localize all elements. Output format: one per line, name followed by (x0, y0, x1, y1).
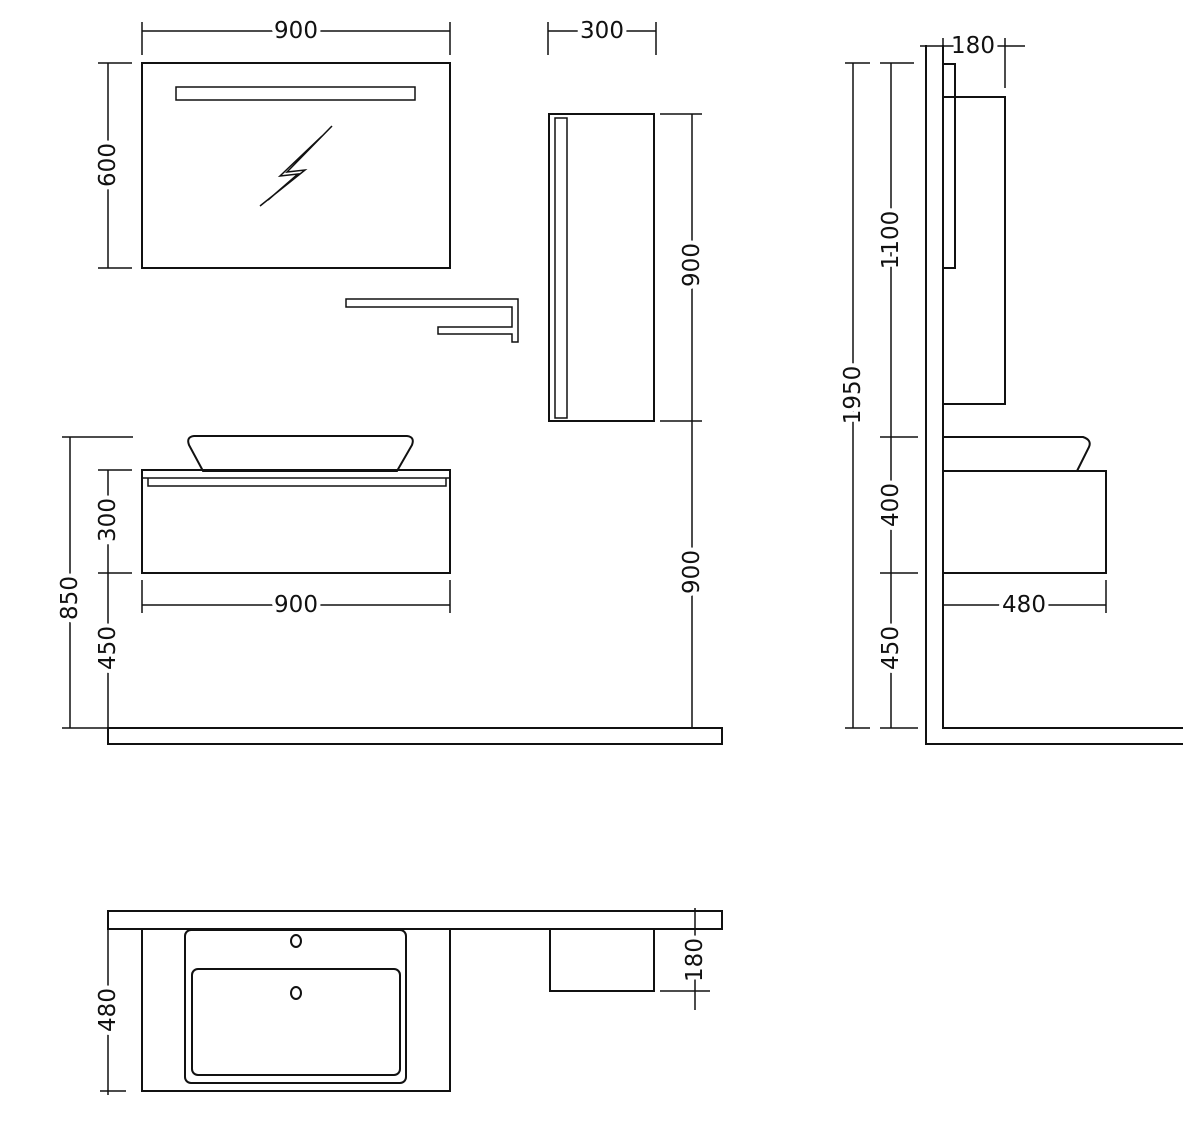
towel-shelf (345, 298, 519, 343)
dimension-label: 480 (1002, 592, 1046, 618)
dimension-plan-vanity-depth: 480 (91, 922, 126, 1095)
tall-cabinet-edge (554, 117, 568, 419)
dimension-label: 900 (274, 18, 318, 44)
dimension-label: 600 (95, 143, 121, 187)
front-view: 900 600 300 900 900 (53, 14, 723, 745)
dimension-label: 900 (274, 592, 318, 618)
mirror-reflection-symbol (259, 125, 333, 207)
mirror (141, 62, 451, 269)
mirror-side (942, 63, 956, 269)
dimension-vanity-depth: 480 (943, 580, 1107, 622)
dimension-vanity-height: 300 450 (91, 469, 132, 728)
vanity-side (942, 470, 1107, 574)
plan-view: 480 180 (91, 908, 723, 1095)
dimension-label: 400 (878, 483, 904, 527)
vanity-plan (141, 928, 451, 1092)
vessel-basin (187, 435, 414, 472)
dimension-label: 450 (95, 626, 121, 670)
dimension-label: 480 (95, 988, 121, 1032)
dimension-label: 850 (57, 576, 83, 620)
dimension-label: 1100 (878, 211, 904, 270)
cabinet-plan (549, 928, 655, 992)
dimension-mirror-width: 900 (141, 14, 451, 55)
dimension-basin-top-height: 850 (53, 436, 133, 729)
dimension-label: 300 (95, 498, 121, 542)
dimension-vanity-width: 900 (141, 580, 451, 622)
drain-hole (290, 986, 302, 1000)
dimension-label: 450 (878, 626, 904, 670)
mirror-light-bar (175, 86, 416, 101)
dimension-total-height: 1950 (836, 62, 870, 729)
dimension-label: 180 (682, 938, 708, 982)
basin-outer-plan (184, 929, 407, 1084)
dimension-label: 900 (679, 550, 705, 594)
dimension-tall-cabinet-height: 900 900 (660, 113, 709, 728)
dimension-cabinet-span: 1100 400 450 (874, 62, 918, 729)
floor (107, 727, 723, 745)
dimension-label: 300 (580, 18, 624, 44)
vanity-top-edge (142, 477, 450, 487)
dimension-tall-cabinet-width: 300 (547, 14, 657, 55)
dimension-label: 1950 (840, 366, 866, 425)
side-view: 180 1100 400 450 1950 480 (836, 29, 1183, 745)
basin-bowl-plan (191, 968, 401, 1076)
basin-side (943, 436, 1091, 472)
cabinet-side (942, 96, 1006, 405)
dimension-plan-cabinet-depth: 180 (660, 908, 712, 1010)
dimension-cabinet-depth: 180 (920, 29, 1025, 88)
dimension-label: 900 (679, 243, 705, 287)
wall-plan (107, 910, 723, 930)
vanity-unit (141, 469, 451, 574)
dimension-mirror-height: 600 (91, 62, 132, 269)
wall-and-floor (925, 45, 1183, 745)
tall-cabinet (548, 113, 655, 422)
tap-hole (290, 934, 302, 948)
dimension-label: 180 (951, 33, 995, 59)
